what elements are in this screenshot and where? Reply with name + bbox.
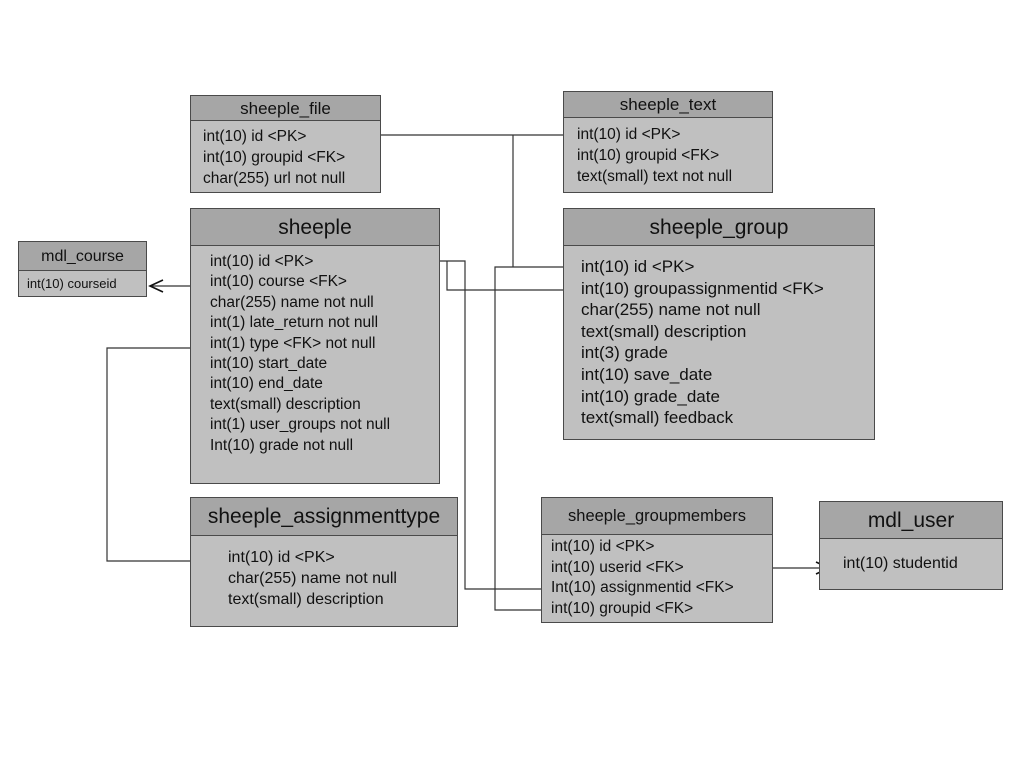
entity-title: sheeple [191, 209, 439, 246]
field-row: char(255) name not null [581, 300, 761, 320]
entity-sheeple-groupmembers: sheeple_groupmembers int(10) id <PK> int… [541, 497, 773, 623]
field-row: int(10) id <PK> [228, 549, 335, 566]
field-row: int(10) id <PK> [581, 257, 695, 276]
field-row: char(255) name not null [210, 293, 374, 311]
entity-title: mdl_course [19, 242, 146, 271]
field-row: int(10) course <FK> [210, 273, 347, 291]
field-row: int(10) grade_date [581, 386, 720, 406]
field-row: int(10) groupid <FK> [551, 599, 694, 617]
connector-sheeple-type-to-assignmenttype [106, 347, 212, 562]
field-row: text(small) description [581, 321, 747, 341]
field-row: int(1) late_return not null [210, 314, 379, 332]
field-row: Int(10) assignmentid <FK> [551, 579, 734, 597]
field-row: text(small) text not null [577, 168, 733, 185]
field-row: int(10) id <PK> [210, 253, 314, 270]
entity-sheeple-file: sheeple_file int(10) id <PK> int(10) gro… [190, 95, 381, 193]
field-row: int(10) start_date [210, 355, 328, 373]
field-row: int(1) type <FK> not null [210, 334, 376, 352]
field-row: int(1) user_groups not null [210, 416, 391, 434]
entity-sheeple-group: sheeple_group int(10) id <PK> int(10) gr… [563, 208, 875, 440]
field-row: int(10) id <PK> [203, 128, 307, 145]
entity-title: sheeple_assignmenttype [191, 498, 457, 536]
connector-file-text-to-group [381, 134, 563, 267]
field-row: int(10) userid <FK> [551, 558, 684, 576]
entity-title: sheeple_text [564, 92, 772, 118]
field-row: int(10) end_date [210, 375, 323, 393]
connector-group-assignmentid-to-sheeple [446, 261, 563, 291]
field-row: int(10) groupid <FK> [577, 147, 720, 164]
field-row: char(255) url not null [203, 170, 346, 187]
field-row: text(small) description [210, 395, 361, 413]
field-row: int(10) id <PK> [577, 126, 681, 143]
entity-mdl-course: mdl_course int(10) courseid [18, 241, 147, 297]
entity-sheeple-text: sheeple_text int(10) id <PK> int(10) gro… [563, 91, 773, 193]
arrowhead-mdl-course [148, 279, 164, 293]
entity-title: sheeple_file [191, 96, 380, 121]
entity-title: sheeple_group [564, 209, 874, 246]
field-row: text(small) feedback [581, 408, 734, 428]
field-row: char(255) name not null [228, 570, 397, 587]
field-row: int(10) id <PK> [551, 538, 655, 555]
field-row: int(10) save_date [581, 364, 713, 384]
entity-title: mdl_user [820, 502, 1002, 539]
field-row: int(10) groupid <FK> [203, 149, 346, 166]
entity-mdl-user: mdl_user int(10) studentid [819, 501, 1003, 590]
entity-sheeple: sheeple int(10) id <PK> int(10) course <… [190, 208, 440, 484]
field-row: int(10) groupassignmentid <FK> [581, 278, 824, 298]
field-row: int(3) grade [581, 343, 668, 363]
entity-sheeple-assignmenttype: sheeple_assignmenttype int(10) id <PK> c… [190, 497, 458, 627]
connector-groupmembers-groupid-to-group-id [494, 266, 577, 611]
field-row: int(10) courseid [27, 276, 117, 291]
field-row: int(10) studentid [843, 555, 958, 572]
field-row: text(small) description [228, 591, 384, 608]
field-row: Int(10) grade not null [210, 436, 354, 454]
entity-title: sheeple_groupmembers [542, 498, 772, 535]
